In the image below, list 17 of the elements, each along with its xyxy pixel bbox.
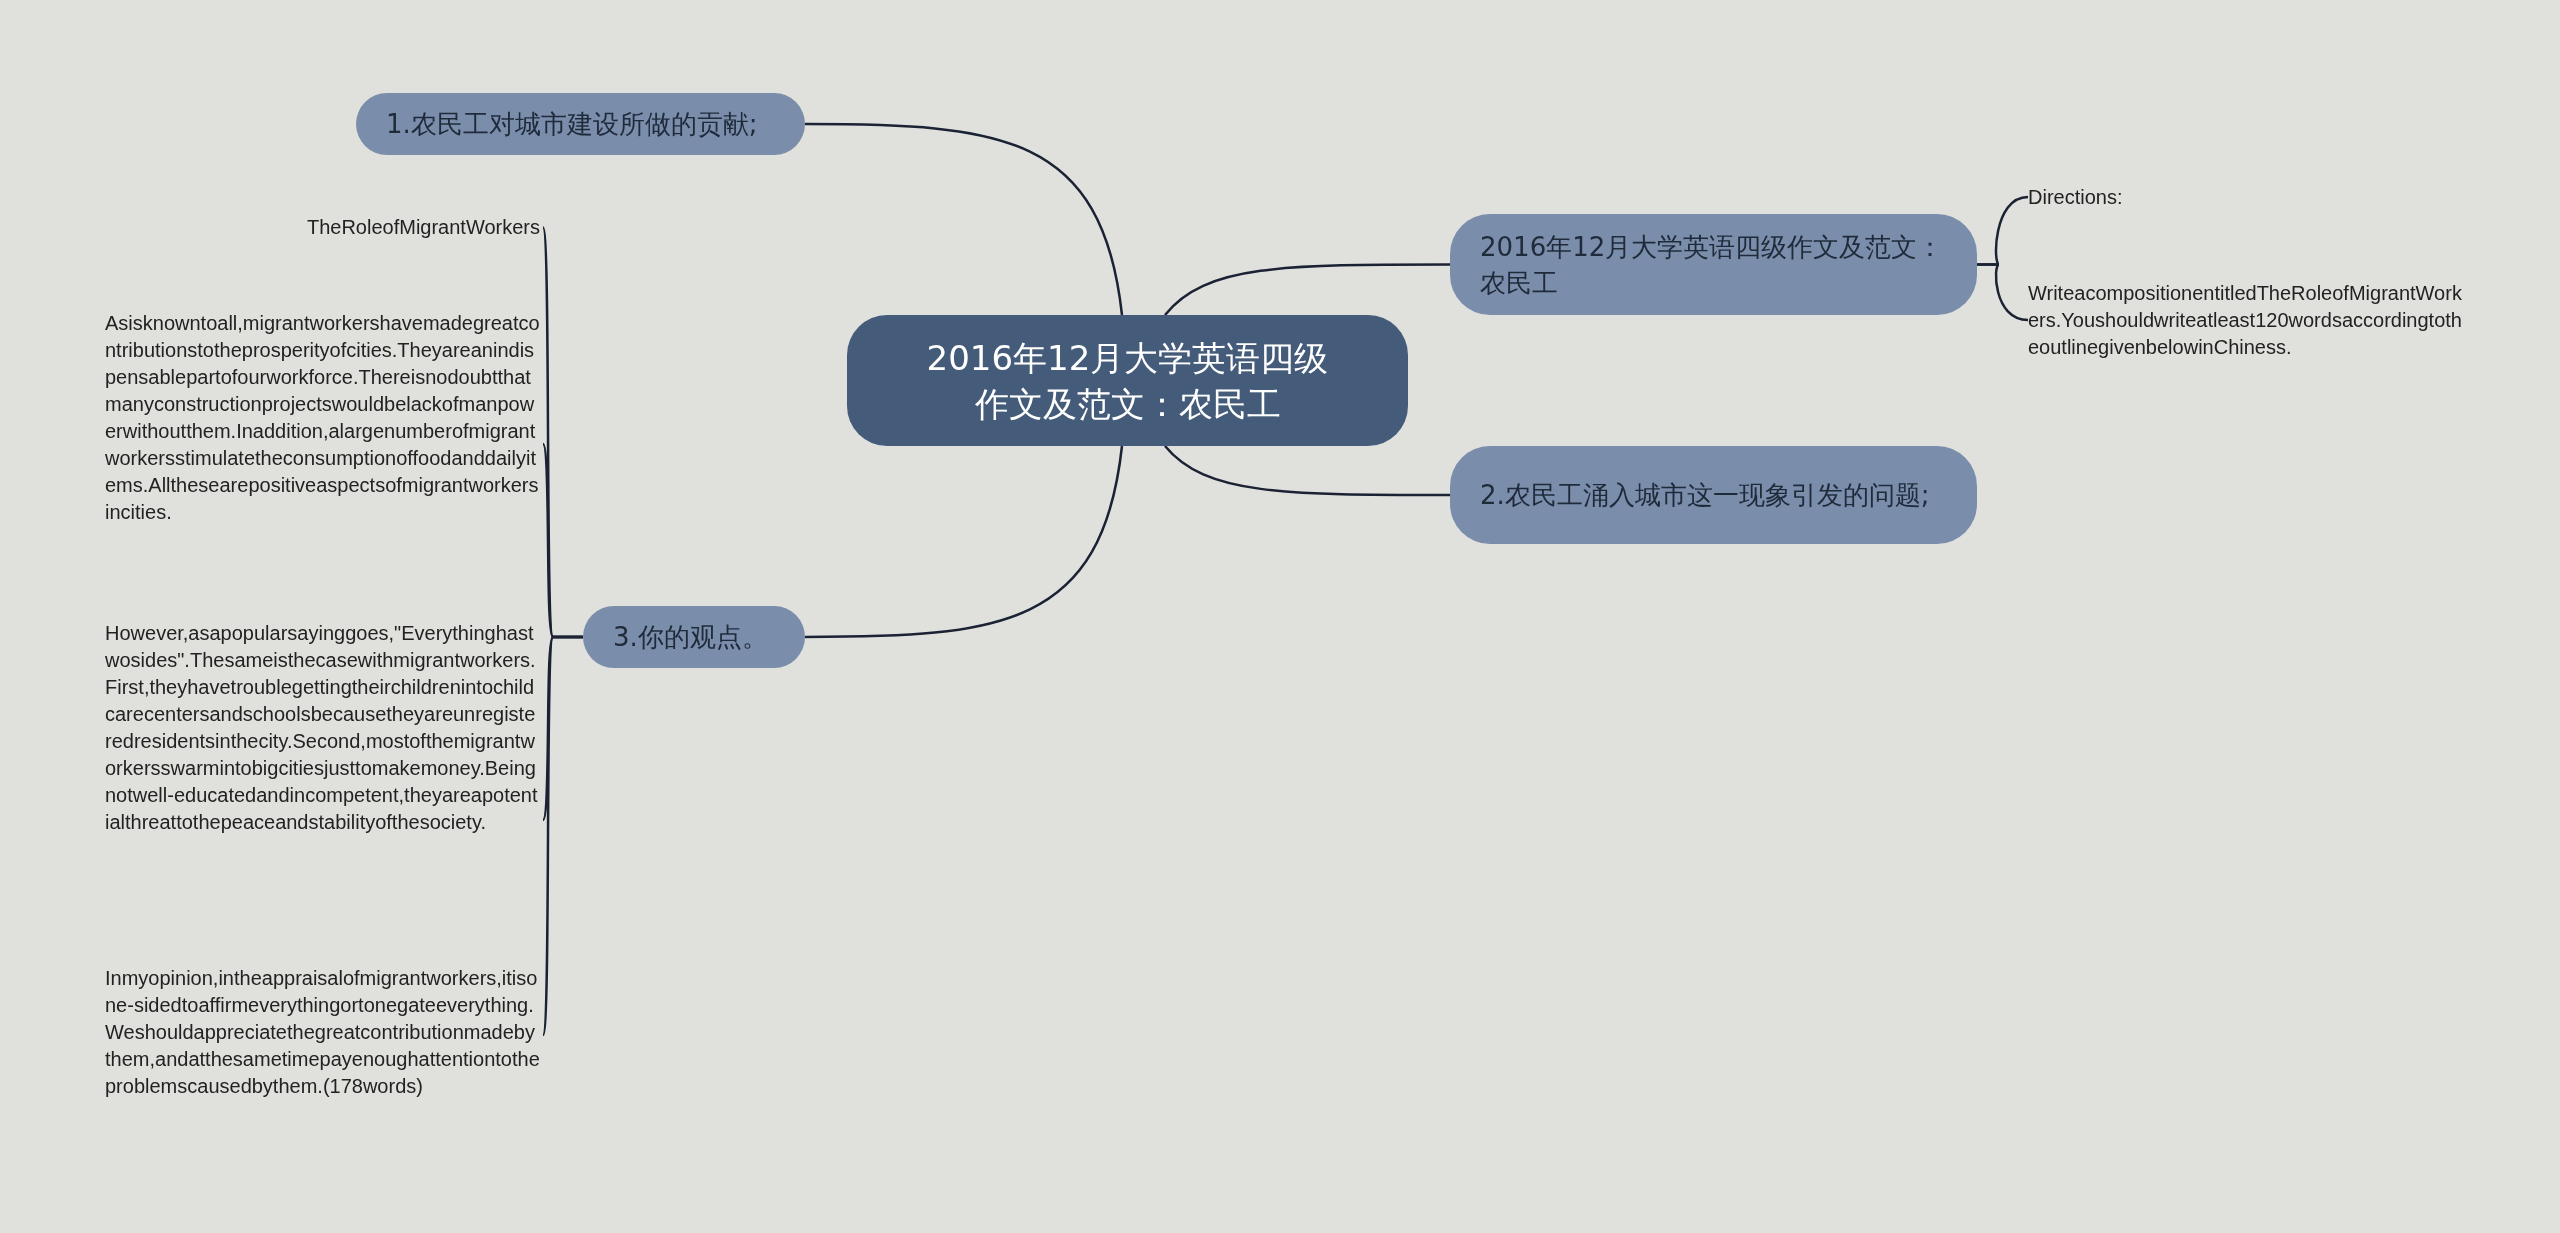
connector-line xyxy=(805,445,1124,639)
text-paragraph: WriteacompositionentitledTheRoleofMigrantWorkers.Youshouldwriteatleast120wordsaccordingtotheoutlinegivenbelowinChiness. xyxy=(2028,280,2468,361)
central-topic-box: 2016年12月大学英语四级作文及范文：农民工 xyxy=(847,315,1408,446)
text-note: TheRoleofMigrantWorkers xyxy=(105,214,540,241)
topic-box: 2016年12月大学英语四级作文及范文：农民工 xyxy=(1450,214,1977,315)
connector-line xyxy=(1164,445,1450,497)
text-paragraph: However,asapopularsayinggoes,"Everythinghastwosides".Thesameisthecasewithmigrantworkers.First,theyhavetroublegettingtheirchildrenintochildcarecentersandschoolsbecausetheyareunregisteredresidentsinthecity.Second,mostofthemigrantworkersswarmintobigcitiesjusttomakemoney.Beingnotwell-educatedandincompetent,theyareapotentialthreattothepeaceandstabilityofthesociety. xyxy=(105,620,540,836)
topic-box: 3.你的观点。 xyxy=(583,606,805,668)
connector-line xyxy=(805,122,1124,316)
connector-line xyxy=(541,635,583,1036)
topic-box: 2.农民工涌入城市这一现象引发的问题; xyxy=(1450,446,1977,544)
connector-line xyxy=(1164,263,1450,316)
text-paragraph: Asisknowntoall,migrantworkershavemadegreatcontributionstotheprosperityofcities.Theyareanindispensablepartofourworkforce.Thereisnodoubtthatmanyconstructionprojectswouldbelackofmanpowerwithoutthem.Inaddition,alargenumberofmigrantworkersstimulatetheconsumptionoffoodanddailyitems.Allthesearepositiveaspectsofmigrantworkersincities. xyxy=(105,310,540,526)
text-paragraph: Inmyopinion,intheappraisalofmigrantworkers,itisone-sidedtoaffirmeverythingortonegateeverything.Weshouldappreciatethegreatcontributionmadebythem,andatthesametimepayenoughattentiontotheproblemscausedbythem.(178words) xyxy=(105,965,540,1100)
topic-box: 1.农民工对城市建设所做的贡献; xyxy=(356,93,805,155)
text-note: Directions: xyxy=(2028,184,2468,211)
connector-line xyxy=(1977,263,2029,322)
